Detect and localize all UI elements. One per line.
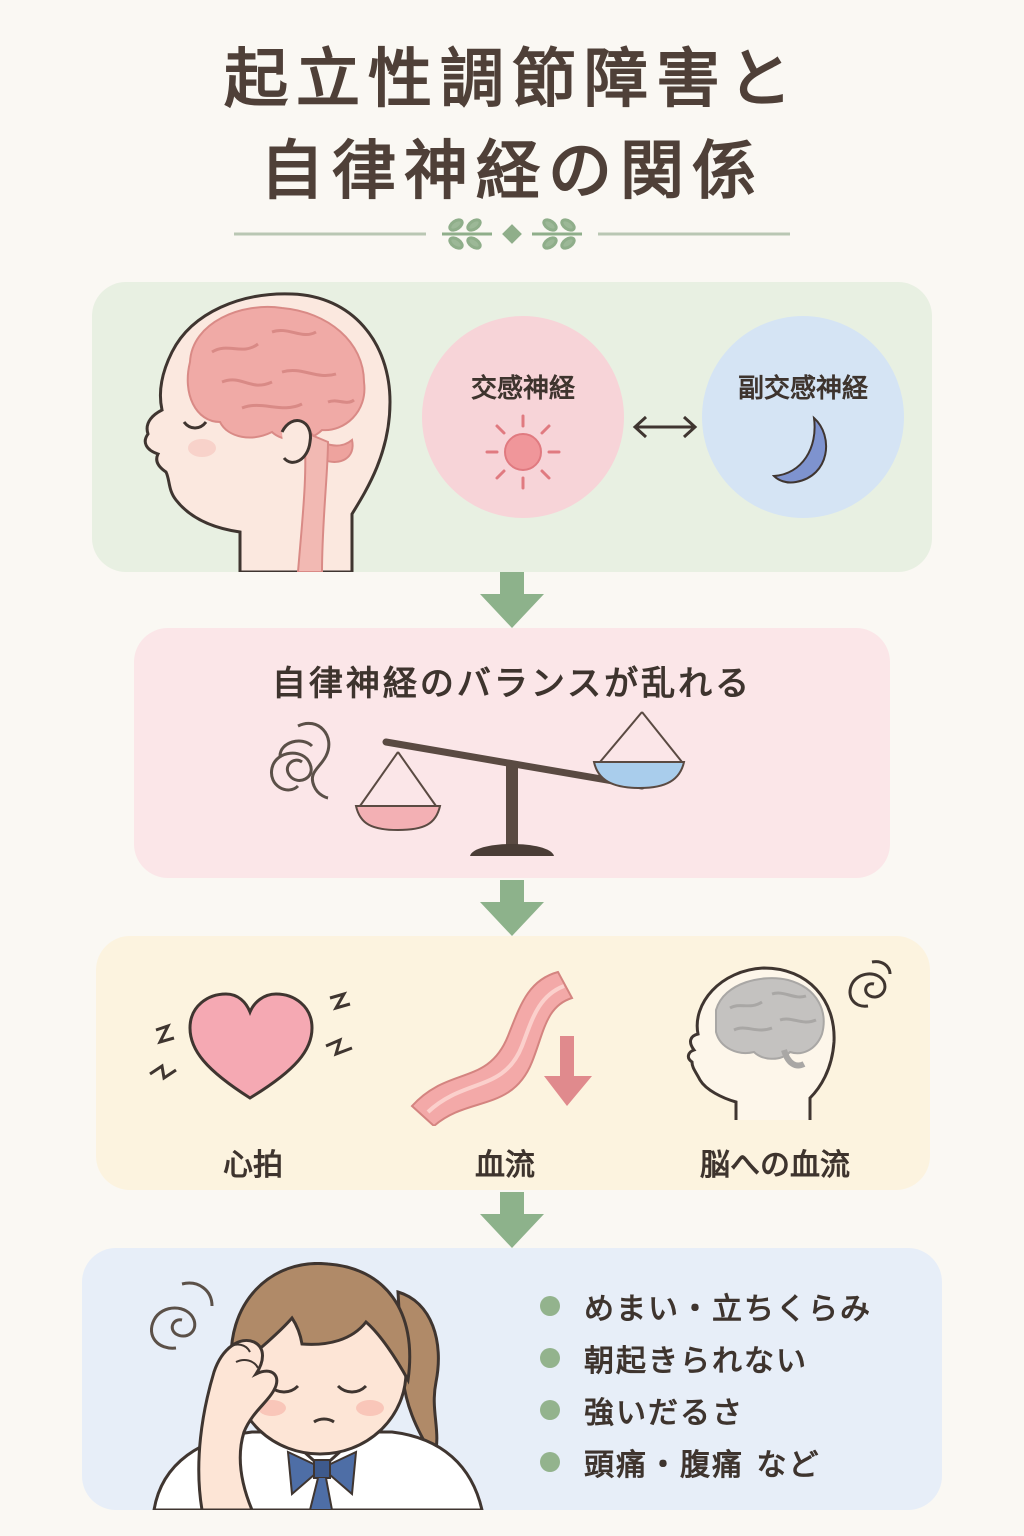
double-arrow-icon — [632, 415, 698, 439]
symptom-item: 頭痛・腹痛 など — [540, 1440, 820, 1484]
parasympathetic-label: 副交感神経 — [737, 374, 868, 404]
sympathetic-label: 交感神経 — [470, 374, 575, 404]
page-title-line-2: 自律神経の関係 — [260, 135, 764, 209]
dizzy-swirl-icon — [150, 1281, 214, 1350]
dizzy-swirl-icon — [848, 960, 892, 1008]
symptom-text: 強いだるさ — [584, 1396, 744, 1431]
blood-vessel-icon — [410, 970, 574, 1126]
diamond-icon — [502, 224, 522, 244]
parasympathetic-circle — [702, 316, 904, 518]
effect-bloodflow-label: 血流 — [475, 1148, 535, 1183]
leaf-right-icon — [532, 218, 582, 250]
symptom-item: 朝起きられない — [540, 1336, 808, 1380]
down-arrow-icon — [480, 1192, 544, 1248]
spine-icon — [296, 430, 330, 572]
bullet-dot-icon — [540, 1400, 560, 1420]
symptom-text: 頭痛・腹痛 など — [584, 1448, 821, 1483]
parasympathetic-pan — [592, 711, 686, 790]
symptom-text: 朝起きられない — [584, 1344, 808, 1379]
sympathetic-pan — [354, 751, 442, 832]
page-title-line-1: 起立性調節障害と — [224, 43, 800, 117]
symptom-text: めまい・立ちくらみ — [584, 1292, 872, 1327]
dizzy-swirl-icon — [270, 721, 331, 800]
sun-icon — [485, 414, 561, 490]
bullet-dot-icon — [540, 1348, 560, 1368]
leaf-left-icon — [442, 218, 492, 250]
effect-heartbeat-label: 心拍 — [223, 1148, 283, 1183]
effect-brain-bloodflow-label: 脳への血流 — [700, 1148, 850, 1183]
heart-icon — [149, 991, 353, 1100]
girl-with-headache-illustration — [150, 1262, 484, 1510]
symptom-item: めまい・立ちくらみ — [540, 1284, 872, 1328]
bullet-dot-icon — [540, 1452, 560, 1472]
balance-heading: 自律神経のバランスが乱れる — [271, 664, 753, 704]
title-divider — [234, 218, 790, 250]
moon-icon — [772, 415, 828, 484]
symptom-item: 強いだるさ — [540, 1388, 744, 1432]
ribbon-bow-icon — [286, 1450, 358, 1510]
balance-scale-illustration — [354, 711, 686, 856]
head-with-brain-illustration — [143, 292, 392, 572]
down-arrow-icon — [480, 572, 544, 628]
bullet-dot-icon — [540, 1296, 560, 1316]
down-red-arrow-icon — [544, 1036, 592, 1106]
down-arrow-icon — [480, 880, 544, 936]
head-with-gray-brain-illustration — [686, 966, 836, 1120]
